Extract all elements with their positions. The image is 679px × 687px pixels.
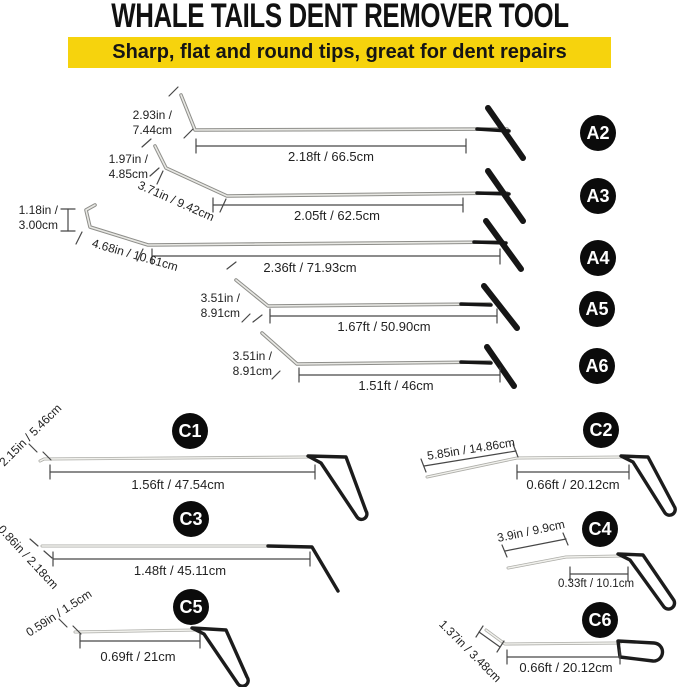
- c2-dimension-lines: [420, 443, 630, 480]
- a2-handle: [485, 105, 526, 161]
- tool-a4-drawing: [60, 203, 524, 272]
- c4-dimension-lines: [501, 532, 629, 582]
- c3-dimension-lines: [29, 538, 311, 567]
- a5-tip-line2: 8.91cm: [200, 305, 240, 320]
- a2-tip-label: 2.93in / 7.44cm: [96, 108, 172, 137]
- c5-dimension-lines: [58, 618, 201, 649]
- c1-dimension-lines: [28, 443, 316, 480]
- tool-a5-drawing: [226, 261, 520, 331]
- badge-a3: A3: [580, 178, 616, 214]
- c1-length-label: 1.56ft / 47.54cm: [131, 477, 225, 492]
- badge-c6: C6: [582, 602, 618, 638]
- subtitle-banner: Sharp, flat and round tips, great for de…: [68, 37, 611, 68]
- a6-tip-label: 3.51in / 8.91cm: [196, 349, 272, 378]
- c2-length-label: 0.66ft / 20.12cm: [526, 477, 620, 492]
- a4-tip-label: 1.18in / 3.00cm: [0, 203, 58, 232]
- c1-handle: [306, 454, 369, 522]
- a6-dimension-lines: [252, 314, 501, 383]
- badge-c1: C1: [172, 413, 208, 449]
- a3-dimension-lines: [141, 138, 464, 213]
- page-title-wrap: WHALE TAILS DENT REMOVER TOOL: [0, 0, 679, 36]
- a6-tip-line2: 8.91cm: [232, 363, 272, 378]
- tool-c4-drawing: [501, 532, 677, 611]
- a2-tip-line2: 7.44cm: [132, 122, 172, 137]
- tool-c6-drawing: [475, 625, 665, 665]
- a4-tip-line1: 1.18in /: [18, 203, 58, 217]
- c6-length-label: 0.66ft / 20.12cm: [519, 660, 613, 675]
- c3-length-label: 1.48ft / 45.11cm: [133, 563, 227, 578]
- tool-c2-drawing: [420, 443, 677, 517]
- tool-a2-drawing: [168, 86, 526, 161]
- c2-handle: [619, 454, 677, 517]
- tool-a6-drawing: [252, 314, 517, 389]
- c4-length-label: 0.33ft / 10.1cm: [557, 578, 635, 590]
- a2-dimension-lines: [168, 86, 467, 154]
- badge-c4: C4: [582, 511, 618, 547]
- c5-length-label: 0.69ft / 21cm: [100, 649, 176, 664]
- a3-tip-label: 1.97in / 4.85cm: [72, 152, 148, 181]
- a5-handle: [481, 283, 520, 331]
- c5-handle: [190, 626, 250, 687]
- tool-c5-drawing: [58, 618, 250, 687]
- a5-tip-label: 3.51in / 8.91cm: [164, 291, 240, 320]
- a3-handle: [485, 168, 526, 224]
- badge-c2: C2: [583, 412, 619, 448]
- c6-dimension-lines: [475, 625, 621, 665]
- a2-length-label: 2.18ft / 66.5cm: [288, 149, 374, 164]
- a5-tip-line1: 3.51in /: [200, 291, 240, 305]
- a3-length-label: 2.05ft / 62.5cm: [294, 208, 380, 223]
- badge-a4: A4: [580, 240, 616, 276]
- a4-dimension-lines: [60, 208, 501, 265]
- page-title: WHALE TAILS DENT REMOVER TOOL: [110, 0, 569, 35]
- a3-tip-line2: 4.85cm: [108, 166, 148, 181]
- a6-length-label: 1.51ft / 46cm: [358, 378, 434, 393]
- a6-handle: [484, 344, 517, 389]
- a4-handle: [483, 218, 524, 272]
- a4-tip-line2: 3.00cm: [18, 217, 58, 232]
- badge-c3: C3: [173, 501, 209, 537]
- badge-a2: A2: [580, 115, 616, 151]
- c4-handle: [616, 552, 677, 611]
- a4-length-label: 2.36ft / 71.93cm: [263, 260, 357, 275]
- a5-length-label: 1.67ft / 50.90cm: [337, 319, 431, 334]
- badge-a5: A5: [579, 291, 615, 327]
- a6-tip-line1: 3.51in /: [232, 349, 272, 363]
- a5-dimension-lines: [226, 261, 498, 324]
- c6-handle: [616, 639, 665, 663]
- a3-tip-line1: 1.97in /: [108, 152, 148, 166]
- badge-a6: A6: [579, 348, 615, 384]
- tool-a3-drawing: [141, 138, 526, 224]
- a2-tip-line1: 2.93in /: [132, 108, 172, 122]
- c3-handle: [266, 544, 340, 593]
- tool-c3-drawing: [29, 538, 340, 593]
- tool-c1-drawing: [28, 443, 369, 522]
- badge-c5: C5: [173, 589, 209, 625]
